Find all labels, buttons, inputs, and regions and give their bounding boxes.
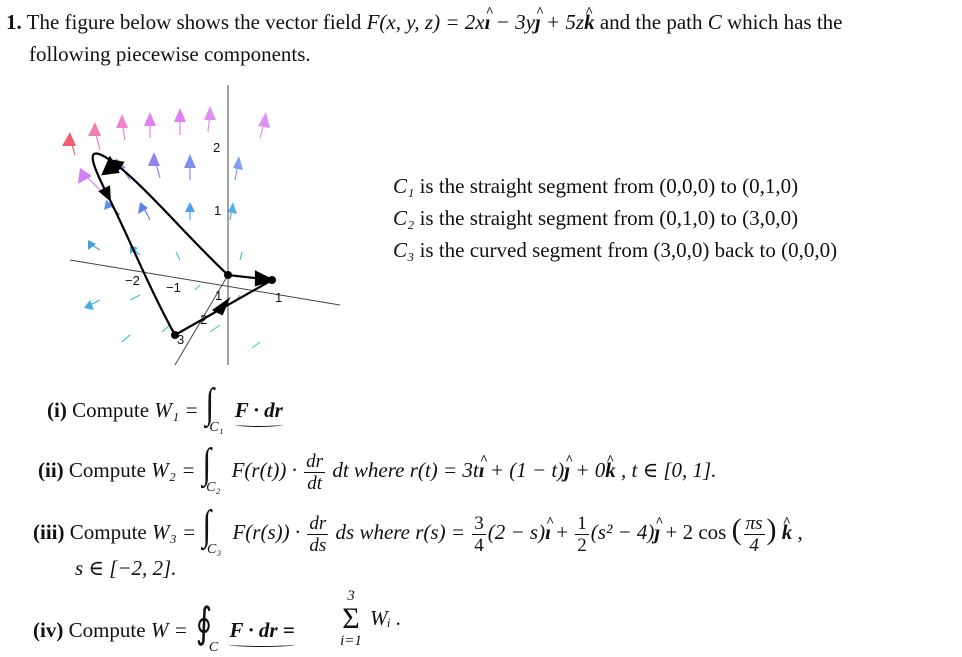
- integral-subscript: C: [208, 640, 219, 655]
- param-lhs: r(s) =: [415, 520, 465, 544]
- component-text: is the curved segment from (3,0,0) back …: [419, 238, 838, 262]
- part-text: Compute: [72, 398, 150, 422]
- field-rhs-b: − 3y: [495, 10, 535, 34]
- frac-den: dt: [307, 472, 323, 494]
- contour-integral-sign: ∮: [195, 601, 213, 647]
- work-symbol: W₁ =: [154, 398, 199, 422]
- component-name: C₃: [393, 238, 415, 262]
- paren-open: (: [731, 513, 742, 546]
- param-p1: (2 − s): [487, 520, 546, 544]
- i-hat: ı: [545, 510, 554, 545]
- tail-text: dt where: [332, 458, 405, 482]
- integral-subscript: C₃: [206, 542, 222, 557]
- sum-term: Wᵢ .: [370, 606, 402, 630]
- field-lhs: F(x, y, z) =: [366, 10, 460, 34]
- part-label: (ii): [38, 458, 64, 482]
- field-arrows: [62, 106, 270, 349]
- integrand: F(r(s)) ·: [232, 520, 301, 544]
- intro-text-a: The figure below shows the vector field: [26, 10, 362, 34]
- sum-bottom: i=1: [340, 633, 362, 649]
- part-iv: (iv) Compute W = ∮C F · dr =: [33, 601, 296, 655]
- integral-subscript: C₁: [209, 420, 224, 435]
- component-name: C₁: [393, 174, 415, 198]
- tick-y-2: 2: [200, 312, 207, 327]
- param-p3: (s² − 4): [590, 520, 655, 544]
- paren-close: ): [766, 513, 777, 546]
- work-symbol: W₂ =: [151, 458, 196, 482]
- part-iii-domain: s ∈ [−2, 2].: [75, 556, 177, 580]
- component-text: is the straight segment from (0,0,0) to …: [419, 174, 799, 198]
- k-hat: k: [605, 448, 616, 483]
- component-c2: C₂ is the straight segment from (0,1,0) …: [393, 205, 798, 231]
- path-points: [171, 271, 276, 339]
- integrand: F(r(t)) ·: [231, 458, 297, 482]
- tick-y-3: 3: [177, 332, 184, 347]
- component-name: C₂: [393, 206, 415, 230]
- problem-number: 1.: [6, 10, 22, 34]
- component-text: is the straight segment from (0,1,0) to …: [419, 206, 799, 230]
- tick-x-1: 1: [275, 290, 282, 305]
- intro-text-c: which has the: [727, 10, 843, 34]
- curve-path: [91, 152, 275, 336]
- part-text: Compute: [68, 458, 146, 482]
- problem-line-1: 1. The figure below shows the vector fie…: [6, 0, 843, 35]
- sigma-symbol: Σ: [342, 602, 360, 635]
- tick-y-1: 1: [215, 288, 222, 303]
- part-label: (i): [47, 398, 67, 422]
- domain: , t ∈ [0, 1].: [621, 458, 717, 482]
- vector-field-figure: 2 1 −2 −1 1 1 2 3: [62, 85, 340, 366]
- integral-subscript: C₂: [206, 480, 221, 495]
- part-label: (iii): [33, 520, 65, 544]
- axis-tick-labels: 2 1 −2 −1 1 1 2 3: [125, 140, 282, 347]
- integrand: F · dr: [234, 398, 283, 427]
- tick-x-neg1: −1: [166, 280, 181, 295]
- j-hat: ȷ: [564, 448, 573, 483]
- part-text: Compute: [69, 520, 147, 544]
- tick-z-2: 2: [213, 140, 220, 155]
- k-hat: k: [782, 510, 793, 545]
- i-hat: ı: [485, 0, 494, 35]
- field-rhs-a: 2x: [464, 10, 485, 34]
- part-i: (i) Compute W₁ = ∫C₁ F · dr: [47, 381, 283, 435]
- param-c: + 0: [575, 458, 606, 482]
- frac-num: dr: [304, 450, 326, 473]
- param-plus: +: [556, 520, 569, 544]
- i-hat: ı: [479, 448, 488, 483]
- integral-sign: ∫: [202, 441, 211, 487]
- integral-sign: ∫: [205, 381, 214, 427]
- param-a: r(t) = 3t: [409, 458, 479, 482]
- param-b: + (1 − t): [489, 458, 565, 482]
- tick-x-neg2: −2: [125, 273, 140, 288]
- k-hat: k: [584, 0, 595, 35]
- problem-line-2: following piecewise components.: [29, 42, 311, 66]
- tail-text: ds where: [335, 520, 410, 544]
- path-name: C: [707, 10, 722, 34]
- summation: 3 Σ i=1: [335, 588, 367, 650]
- param-cos: + 2 cos: [665, 520, 727, 544]
- integrand: F · dr =: [229, 618, 296, 647]
- integral-sign: ∫: [202, 503, 212, 549]
- component-c3: C₃ is the curved segment from (3,0,0) ba…: [393, 237, 837, 263]
- j-hat: ȷ: [535, 0, 544, 35]
- part-label: (iv): [33, 618, 64, 642]
- tick-z-1: 1: [214, 203, 221, 218]
- part-text: Compute: [68, 618, 146, 642]
- field-rhs-c: + 5z: [546, 10, 585, 34]
- intro-text-b: and the path: [599, 10, 703, 34]
- comma: ,: [797, 520, 803, 544]
- j-hat: ȷ: [654, 510, 663, 545]
- component-c1: C₁ is the straight segment from (0,0,0) …: [393, 173, 798, 199]
- work-symbol: W₃ =: [152, 520, 197, 544]
- sum-top: 3: [347, 588, 355, 604]
- work-symbol: W =: [150, 618, 188, 642]
